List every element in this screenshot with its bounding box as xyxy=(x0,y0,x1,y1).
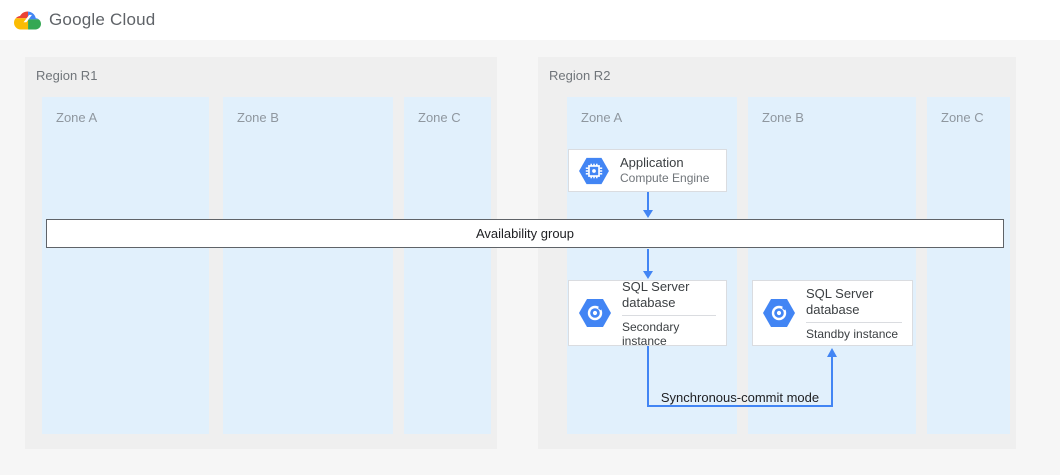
zone-box-r1-b: Zone B xyxy=(223,97,393,434)
zone-box-r2-a: Zone A xyxy=(567,97,737,434)
compute-engine-icon xyxy=(579,157,609,184)
sql-server-database-icon xyxy=(763,299,795,327)
zone-r2-b-label: Zone B xyxy=(762,110,804,125)
diagram-canvas: Region R1 Region R2 Zone A Zone B Zone C… xyxy=(0,40,1060,475)
sql-server-database-icon xyxy=(579,299,611,327)
logo-brand-text: Google xyxy=(49,10,106,29)
zone-box-r1-a: Zone A xyxy=(42,97,209,434)
sql-secondary-title: SQL Server database xyxy=(622,278,690,310)
sql-standby-node-card: SQL Server database Standby instance xyxy=(752,280,913,346)
zone-r2-c-label: Zone C xyxy=(941,110,984,125)
application-title: Application xyxy=(620,155,684,170)
sql-secondary-instance-label: Secondary instance xyxy=(622,319,680,348)
card-divider xyxy=(806,321,902,323)
zone-box-r2-c: Zone C xyxy=(927,97,1010,434)
google-cloud-logo: Google Cloud xyxy=(14,10,155,30)
region-r1-label: Region R1 xyxy=(36,68,98,83)
availability-group-label: Availability group xyxy=(475,226,575,241)
zone-r2-a-label: Zone A xyxy=(581,110,623,125)
region-r2-label: Region R2 xyxy=(549,68,611,83)
logo-product-text: Cloud xyxy=(110,10,156,29)
application-node-card: Application Compute Engine xyxy=(568,149,727,192)
sql-standby-title: SQL Server database xyxy=(806,285,874,317)
google-cloud-logo-icon xyxy=(14,10,41,29)
synchronous-commit-mode-label: Synchronous-commit mode xyxy=(660,390,820,405)
zone-r1-c-label: Zone C xyxy=(418,110,461,125)
sql-secondary-node-card: SQL Server database Secondary instance xyxy=(568,278,727,348)
zone-r1-a-label: Zone A xyxy=(56,110,98,125)
availability-group-band: Availability group xyxy=(46,219,1004,248)
card-divider xyxy=(622,314,716,316)
zone-r1-b-label: Zone B xyxy=(237,110,279,125)
header: Google Cloud xyxy=(0,0,1060,40)
zone-box-r1-c: Zone C xyxy=(404,97,491,434)
zone-box-r2-b: Zone B xyxy=(748,97,916,434)
application-subtitle: Compute Engine xyxy=(620,171,710,185)
sql-standby-instance-label: Standby instance xyxy=(806,326,899,341)
